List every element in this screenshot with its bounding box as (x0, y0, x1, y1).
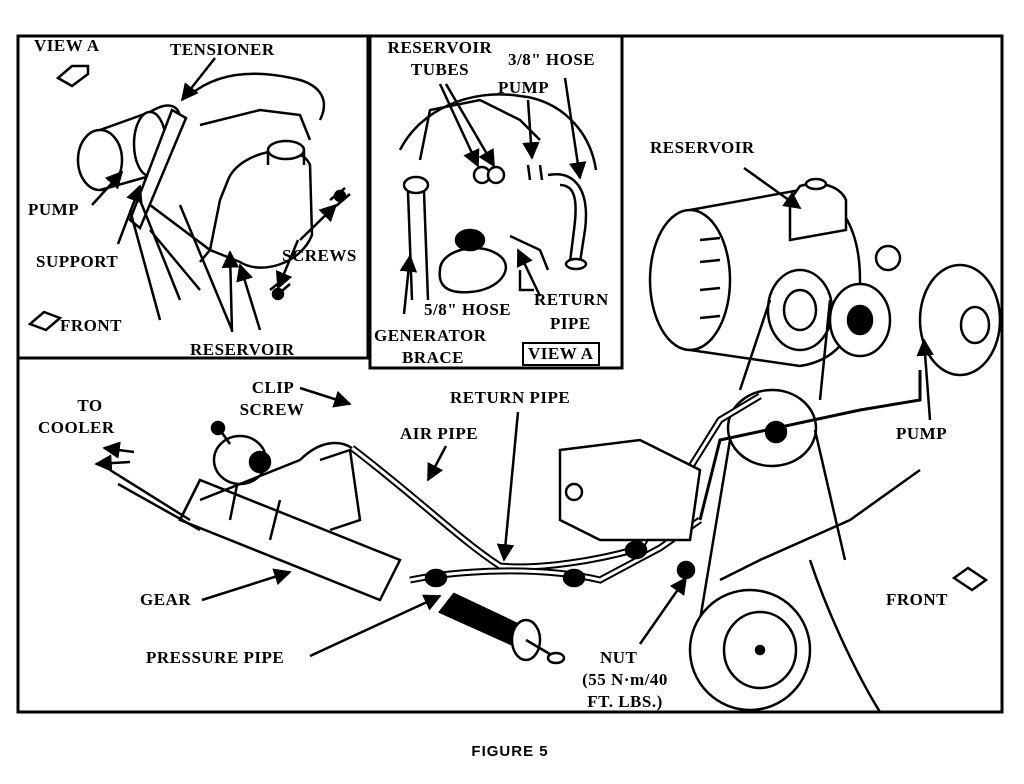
main-view-leaders (94, 166, 934, 658)
pump-label-detail: PUMP (498, 78, 550, 97)
tensioner-label: TENSIONER (170, 40, 275, 59)
view-a-detail-frame (368, 34, 624, 370)
reservoir-label-view-a: RESERVOIR (190, 340, 295, 359)
clip-screw-label-line1: CLIP (251, 378, 295, 397)
generator-brace-label-line2: BRACE (401, 348, 464, 367)
main-view-drawing (109, 177, 1002, 713)
view-a-title: VIEW A (34, 36, 100, 55)
view-a-leaders (91, 57, 338, 333)
air-pipe-label: AIR PIPE (400, 424, 479, 443)
pressure-pipe-label: PRESSURE PIPE (146, 648, 285, 667)
nut-torque-line1: (55 N·m/40 (582, 670, 668, 689)
clip-screw-label-line2: SCREW (239, 400, 305, 419)
hose-58-label: 5/8" HOSE (424, 300, 512, 319)
return-pipe-label-line2: PIPE (550, 314, 591, 333)
to-cooler-label-line1: TO (77, 396, 103, 415)
screws-label: SCREWS (282, 246, 357, 265)
pump-label-view-a: PUMP (28, 200, 80, 219)
support-label: SUPPORT (36, 252, 119, 271)
reservoir-tubes-label-line2: TUBES (410, 60, 470, 79)
nut-label: NUT (600, 648, 638, 667)
view-a-detail-drawing (398, 93, 598, 301)
hose-38-label: 3/8" HOSE (508, 50, 596, 69)
front-label-main: FRONT (886, 590, 948, 609)
view-a-left-drawing (27, 64, 351, 332)
nut-torque-line2: FT. LBS.) (587, 692, 663, 711)
front-direction-arrow-icon (951, 566, 989, 592)
return-pipe-label-main: RETURN PIPE (450, 388, 571, 407)
gear-label: GEAR (140, 590, 192, 609)
front-label-view-a: FRONT (60, 316, 122, 335)
to-cooler-label-line2: COOLER (38, 418, 115, 437)
view-a-tag: VIEW A (522, 342, 600, 366)
generator-brace-label-line1: GENERATOR (374, 326, 487, 345)
view-a-detail-leaders (399, 77, 587, 315)
reservoir-tubes-label-line1: RESERVOIR (387, 38, 493, 57)
figure-caption: FIGURE 5 (471, 743, 549, 760)
return-pipe-label-line1: RETURN (534, 290, 609, 309)
pump-label-main: PUMP (896, 424, 948, 443)
reservoir-label-main: RESERVOIR (650, 138, 755, 157)
